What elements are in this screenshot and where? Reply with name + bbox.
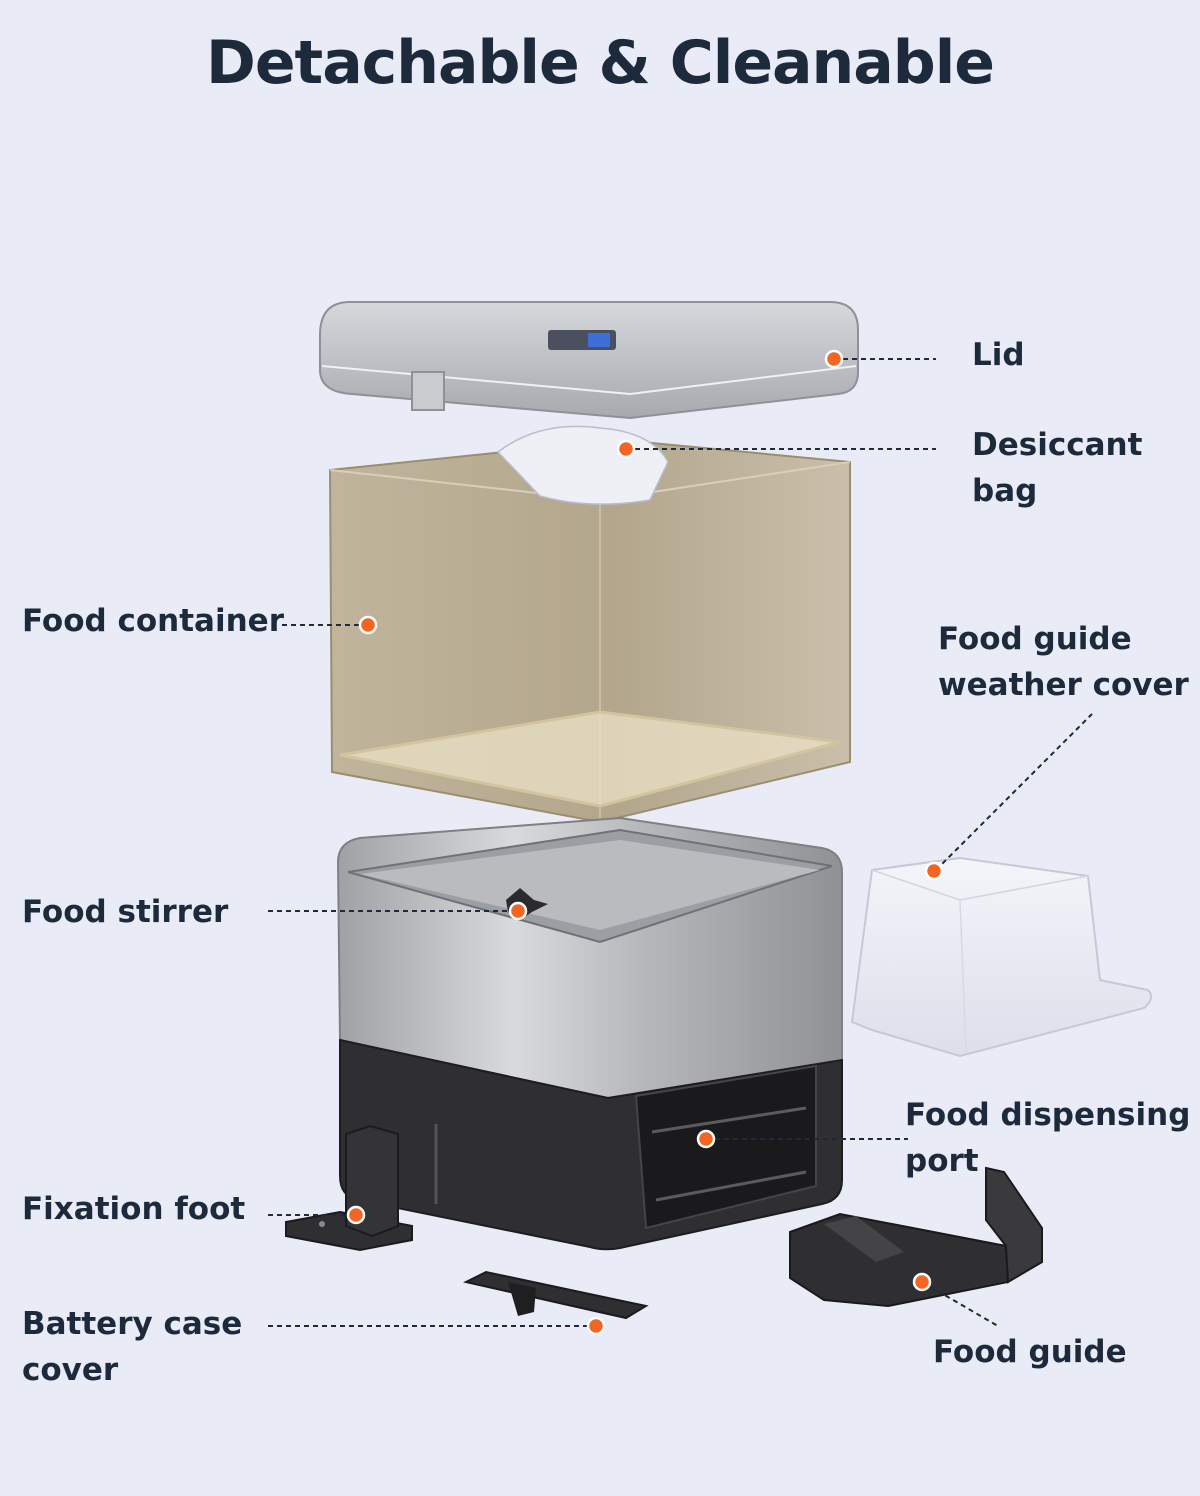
page-title: Detachable & Cleanable <box>206 28 995 98</box>
lid-part <box>319 301 859 420</box>
battery-cover-part <box>463 1270 649 1320</box>
label-weather-cover: Food guide weather cover <box>938 621 1189 703</box>
marker-food-guide <box>912 1272 932 1292</box>
fixation-foot-part <box>285 1124 413 1252</box>
label-desiccant-bag: Desiccant bag <box>972 427 1143 509</box>
label-dispensing-port: Food dispensing port <box>905 1097 1191 1179</box>
weather-cover-part <box>850 856 1153 1058</box>
food-container-part <box>328 425 851 824</box>
marker-battery-cover <box>586 1316 606 1336</box>
label-food-container: Food container <box>22 603 284 639</box>
label-food-guide: Food guide <box>933 1334 1127 1370</box>
marker-lid <box>824 349 844 369</box>
leader-line-food-guide <box>921 1281 999 1327</box>
marker-desiccant-bag <box>616 439 636 459</box>
food-guide-part <box>789 1166 1043 1308</box>
label-battery-cover: Battery case cover <box>22 1306 243 1388</box>
label-lid: Lid <box>972 337 1025 373</box>
marker-food-container <box>358 615 378 635</box>
label-fixation-foot: Fixation foot <box>22 1191 246 1227</box>
feeder-base-part <box>336 816 843 1251</box>
marker-food-stirrer <box>508 901 528 921</box>
label-food-stirrer: Food stirrer <box>22 894 229 930</box>
marker-fixation-foot <box>346 1205 366 1225</box>
marker-dispensing-port <box>696 1129 716 1149</box>
marker-weather-cover <box>924 861 944 881</box>
leader-line-weather-cover <box>935 713 1093 871</box>
